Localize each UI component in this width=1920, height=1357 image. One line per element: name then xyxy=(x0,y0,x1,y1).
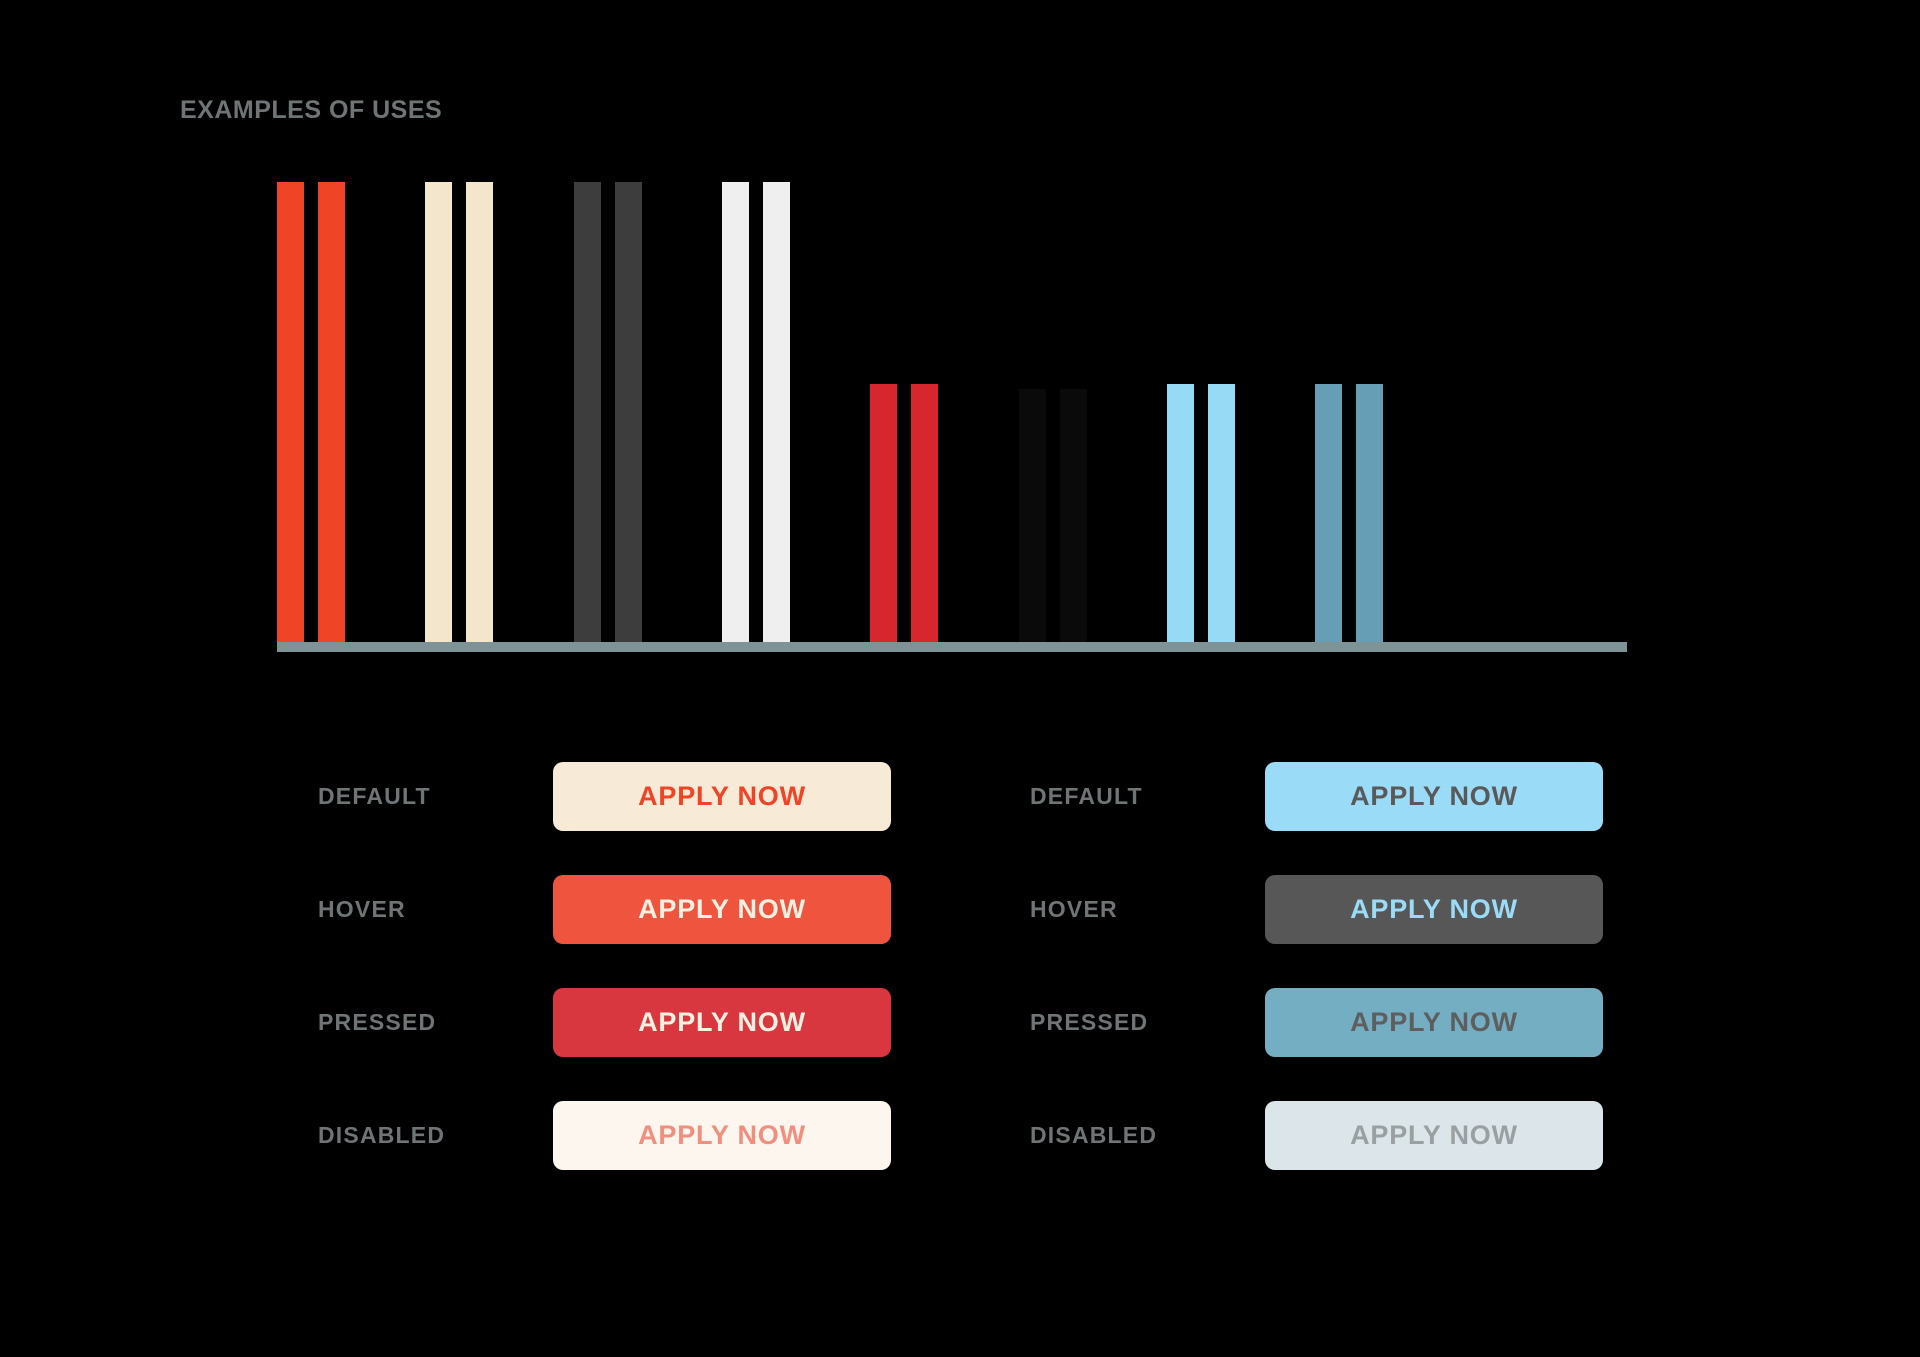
chart-baseline xyxy=(277,642,1627,652)
state-label-hover: HOVER xyxy=(1030,896,1118,922)
apply-now-button-primary-default[interactable]: APPLY NOW xyxy=(553,762,891,831)
bar-group-light-blue-pair xyxy=(1167,182,1235,642)
bar-near-black-pair-bar-b xyxy=(1060,389,1087,642)
bar-group-dark-gray-pair xyxy=(574,182,642,642)
apply-now-button-secondary-disabled: APPLY NOW xyxy=(1265,1101,1603,1170)
bar-steel-blue-pair-bar-b xyxy=(1356,384,1383,642)
bar-light-blue-pair-bar-a xyxy=(1167,384,1194,642)
bar-plot-area xyxy=(277,182,1627,642)
state-row: DISABLED APPLY NOW xyxy=(318,1079,891,1192)
apply-now-button-primary-pressed[interactable]: APPLY NOW xyxy=(553,988,891,1057)
state-row: PRESSED APPLY NOW xyxy=(318,966,891,1079)
apply-now-button-primary-disabled: APPLY NOW xyxy=(553,1101,891,1170)
bar-orange-pair-bar-b xyxy=(318,182,345,642)
state-row: DEFAULT APPLY NOW xyxy=(318,740,891,853)
bar-cream-pair-bar-b xyxy=(466,182,493,642)
bar-dark-gray-pair-bar-a xyxy=(574,182,601,642)
examples-bar-chart xyxy=(277,180,1627,660)
state-label-hover: HOVER xyxy=(318,896,406,922)
bar-group-near-black-pair xyxy=(1019,182,1087,642)
primary-button-states-column: DEFAULT APPLY NOW HOVER APPLY NOW PRESSE… xyxy=(318,740,891,1192)
state-label-disabled: DISABLED xyxy=(1030,1122,1158,1148)
state-row: PRESSED APPLY NOW xyxy=(1030,966,1603,1079)
bar-white-pair-bar-a xyxy=(722,182,749,642)
secondary-button-states-column: DEFAULT APPLY NOW HOVER APPLY NOW PRESSE… xyxy=(1030,740,1603,1192)
bar-group-cream-pair xyxy=(425,182,493,642)
state-row: DEFAULT APPLY NOW xyxy=(1030,740,1603,853)
bar-red-pair-bar-a xyxy=(870,384,897,642)
bar-cream-pair-bar-a xyxy=(425,182,452,642)
bar-orange-pair-bar-a xyxy=(277,182,304,642)
state-label-pressed: PRESSED xyxy=(1030,1009,1149,1035)
state-label-default: DEFAULT xyxy=(318,783,431,809)
bar-group-orange-pair xyxy=(277,182,345,642)
state-label-pressed: PRESSED xyxy=(318,1009,437,1035)
page-title: EXAMPLES OF USES xyxy=(180,96,443,124)
bar-white-pair-bar-b xyxy=(763,182,790,642)
apply-now-button-secondary-hover[interactable]: APPLY NOW xyxy=(1265,875,1603,944)
bar-steel-blue-pair-bar-a xyxy=(1315,384,1342,642)
state-row: HOVER APPLY NOW xyxy=(1030,853,1603,966)
bar-dark-gray-pair-bar-b xyxy=(615,182,642,642)
state-label-disabled: DISABLED xyxy=(318,1122,446,1148)
bar-near-black-pair-bar-a xyxy=(1019,389,1046,642)
bar-group-white-pair xyxy=(722,182,790,642)
bar-group-steel-blue-pair xyxy=(1315,182,1383,642)
state-row: DISABLED APPLY NOW xyxy=(1030,1079,1603,1192)
apply-now-button-secondary-default[interactable]: APPLY NOW xyxy=(1265,762,1603,831)
apply-now-button-secondary-pressed[interactable]: APPLY NOW xyxy=(1265,988,1603,1057)
apply-now-button-primary-hover[interactable]: APPLY NOW xyxy=(553,875,891,944)
bar-red-pair-bar-b xyxy=(911,384,938,642)
state-row: HOVER APPLY NOW xyxy=(318,853,891,966)
bar-group-red-pair xyxy=(870,182,938,642)
bar-light-blue-pair-bar-b xyxy=(1208,384,1235,642)
state-label-default: DEFAULT xyxy=(1030,783,1143,809)
